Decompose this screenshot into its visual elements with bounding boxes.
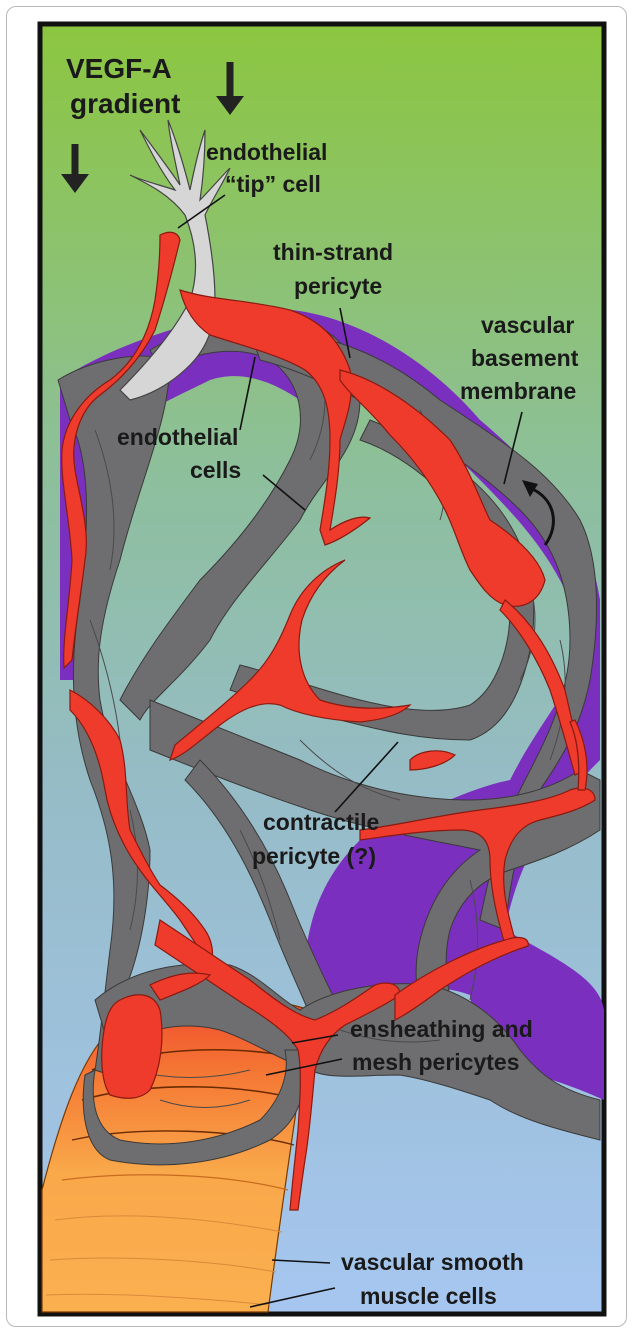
label-contractile-line1: contractile <box>263 809 379 835</box>
label-vegf-line2: gradient <box>70 88 180 119</box>
label-endo-line1: endothelial <box>117 424 238 450</box>
label-ensheath-line1: ensheathing and <box>350 1016 533 1042</box>
label-thin-strand-line1: thin-strand <box>273 239 393 265</box>
label-thin-strand-line2: pericyte <box>294 273 382 299</box>
label-vegf-line1: VEGF-A <box>66 53 172 84</box>
label-bm-line2: basement <box>471 345 579 371</box>
label-ensheath-line2: mesh pericytes <box>352 1049 519 1075</box>
label-vsmc-line1: vascular smooth <box>341 1249 524 1275</box>
label-bm-line1: vascular <box>481 312 574 338</box>
label-endo-line2: cells <box>190 457 241 483</box>
label-tip-line1: endothelial <box>206 139 327 165</box>
label-vsmc-line2: muscle cells <box>360 1283 497 1309</box>
label-bm-line3: membrane <box>460 378 576 404</box>
label-tip-line2: “tip” cell <box>225 171 321 197</box>
label-contractile-line2: pericyte (?) <box>252 843 376 869</box>
